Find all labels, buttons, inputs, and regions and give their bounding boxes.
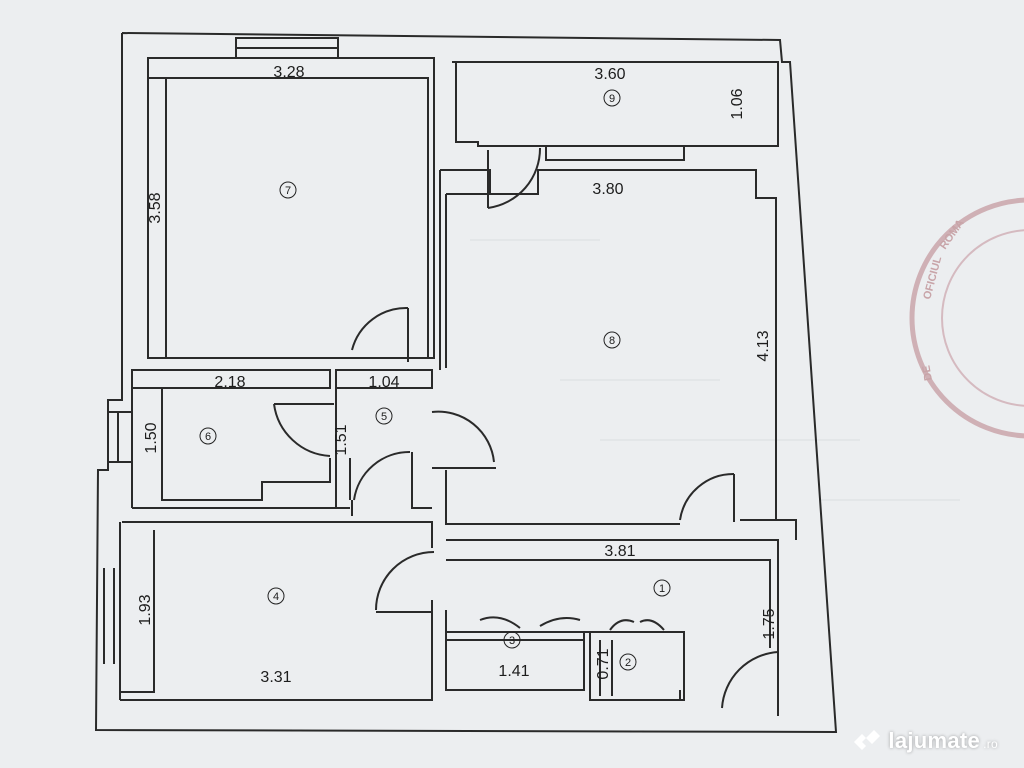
watermark-brand: lajumate [888,728,981,753]
watermark-tld: .ro [983,737,998,751]
dim-room7-width: 3.28 [273,64,304,81]
stamp-text-3: DE [920,364,934,381]
outer-walls [94,32,838,734]
room-8-number: 8 [609,335,615,347]
room-2-number: 2 [625,657,631,669]
door-room4 [375,551,435,611]
watermark: lajumate.ro [852,728,998,754]
door-room8 [431,410,495,463]
room-8-walls [439,169,797,540]
room-9-walls [452,61,779,161]
room-3-walls [445,631,585,691]
door-room9 [487,147,542,209]
door-room1-top [679,472,735,521]
room-6-walls [107,369,336,509]
dim-room8-width: 3.80 [592,181,623,198]
official-stamp: ROMA OFICIUL DE [909,197,1024,439]
dim-room9-depth: 1.06 [729,88,746,119]
dimension-labels: 3.28 3.58 3.60 1.06 3.80 4.13 2.18 1.50 … [137,64,778,686]
room-2-walls [589,631,685,701]
dim-room7-height: 3.58 [147,192,164,223]
dim-room9-width: 3.60 [594,66,625,83]
paper-background-marks [470,239,960,501]
dim-room1-width: 3.81 [604,543,635,560]
dim-room3-width: 1.41 [498,663,529,680]
door-room6 [273,403,331,457]
dim-room8-height: 4.13 [755,330,772,361]
stamp-text-1: ROMA [938,217,967,251]
closet-door-2a [609,619,635,631]
room-1-number: 1 [659,583,665,595]
room-5-walls [335,369,433,509]
room-number-markers: 7 9 8 6 5 4 1 3 2 [199,89,671,671]
dim-room1-height: 1.75 [761,608,778,639]
room-4-number: 4 [273,591,279,603]
window-top [235,37,339,59]
closet-door-3b [539,617,581,627]
dim-room6-width: 2.18 [214,374,245,391]
closet-door-2b [639,619,665,631]
dim-room4-height: 1.93 [137,594,154,625]
room-6-number: 6 [205,431,211,443]
dim-room5-width: 1.04 [368,374,399,391]
brand-logo-icon [854,730,881,750]
room-5-number: 5 [381,411,387,423]
room-7-number: 7 [285,185,291,197]
room-7-walls [147,57,435,359]
door-room7 [351,306,409,351]
dim-room5-height: 1.51 [333,424,350,455]
dim-room4-width: 3.31 [260,669,291,686]
door-entry [721,651,779,709]
room-3-number: 3 [509,635,515,647]
doors [273,147,779,716]
room-4-walls [103,521,433,701]
dim-room6-height: 1.50 [143,422,160,453]
dim-room2-width: 0.71 [595,648,612,679]
room-9-number: 9 [609,93,615,105]
door-room5-bottom [353,450,411,501]
closet-door-3a [479,616,521,629]
